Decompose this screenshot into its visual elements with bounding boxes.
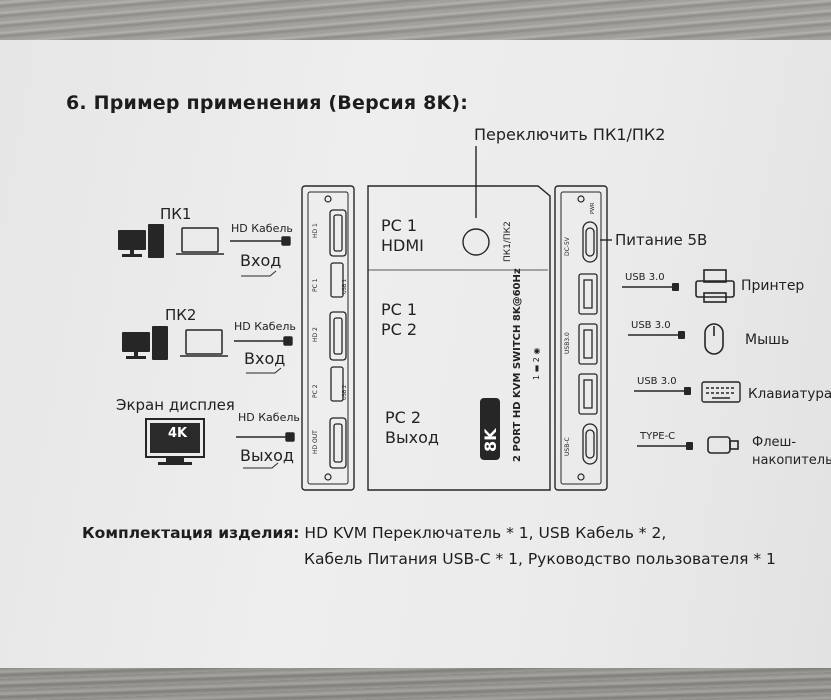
pc1-label: ПК1 [160, 205, 192, 223]
usb30-label-printer: USB 3.0 [625, 272, 665, 283]
port-label-pwr: PWR [590, 202, 596, 214]
power-label: Питание 5В [615, 231, 708, 249]
pc1-laptop-icon [176, 227, 224, 255]
hdmi-out-port [329, 417, 347, 469]
port-label-hd1: HD 1 [312, 223, 319, 238]
usb30-port-1 [578, 273, 598, 315]
display-output-label: Выход [240, 446, 294, 465]
switch-pc-label: Переключить ПК1/ПК2 [474, 125, 666, 144]
model-label: 2 PORT HD KVM SWITCH 8K@60Hz [512, 268, 523, 462]
dc-port [582, 221, 598, 263]
usb30-port-2 [578, 323, 598, 365]
button-label: ПК1/ПК2 [503, 221, 513, 262]
typec-label: TYPE-C [640, 431, 676, 442]
keyboard-label: Клавиатура [748, 386, 831, 402]
printer-icon [695, 269, 735, 303]
port-label-pc1: PC 1 [312, 278, 319, 292]
switch-button-shape [462, 228, 490, 256]
hdmi-port-1 [329, 209, 347, 257]
port-label-dc5v: DC-5V [564, 237, 571, 256]
port-label-usb1: USB 1 [342, 278, 348, 294]
usb30-label-mouse: USB 3.0 [631, 320, 671, 331]
mouse-icon [704, 323, 724, 355]
input-panel-outline [301, 185, 355, 491]
wood-background-top [0, 0, 831, 42]
usb30-label-keyboard: USB 3.0 [637, 376, 677, 387]
display-label: Экран дисплея [116, 396, 235, 414]
pc1-input-label: Вход [240, 251, 282, 270]
flash-drive-label: Флеш- накопитель [752, 435, 831, 468]
display-4k-badge: 4K [168, 426, 188, 441]
usb30-port-3 [578, 373, 598, 415]
pc1-computer-icon [118, 224, 164, 258]
usbc-port [582, 423, 598, 465]
keyboard-icon [701, 381, 741, 403]
pc2-cable-label: HD Кабель [234, 320, 296, 333]
pc2-input-label: Вход [244, 349, 286, 368]
usb-port-1 [330, 262, 344, 298]
port-label-hd2: HD 2 [312, 327, 319, 342]
port-label-hdout: HD OUT [312, 430, 319, 454]
8k-badge-text: 8K [481, 428, 500, 452]
wood-background-bottom [0, 668, 831, 700]
pc1-cable-label: HD Кабель [231, 222, 293, 235]
display-monitor-icon [145, 418, 205, 465]
port-label-pc2: PC 2 [312, 384, 319, 398]
pc2-label: ПК2 [165, 306, 197, 324]
section-heading: 6. Пример применения (Версия 8K): [66, 92, 469, 114]
port-label-usb30: USB3.0 [564, 332, 571, 354]
mouse-label: Мышь [745, 332, 790, 348]
pc1-pc2-label: PC 1 PC 2 [381, 300, 418, 339]
flash-drive-icon [707, 436, 739, 454]
printer-label: Принтер [741, 278, 805, 294]
display-cable-label: HD Кабель [238, 411, 300, 424]
manual-page [0, 40, 831, 670]
package-contents: Комплектация изделия: HD KVM Переключате… [82, 520, 776, 572]
pc2-output-label: PC 2 Выход [385, 408, 439, 447]
hdmi-port-2 [329, 311, 347, 361]
package-line-1: HD KVM Переключатель * 1, USB Кабель * 2… [304, 524, 667, 542]
port-label-usb2: USB 2 [342, 384, 348, 400]
front-panel-outline [367, 185, 551, 491]
usb-port-2 [330, 366, 344, 402]
pc2-laptop-icon [180, 329, 228, 357]
led-indicator-label: 1 ▬ 2 ◉ [532, 347, 541, 380]
pc2-computer-icon [122, 326, 168, 360]
package-line-2: Кабель Питания USB-C * 1, Руководство по… [304, 550, 776, 568]
port-label-usbc: USB-C [564, 437, 571, 456]
package-title: Комплектация изделия: [82, 524, 300, 542]
output-panel-outline [554, 185, 608, 491]
pc1-hdmi-label: PC 1 HDMI [381, 216, 424, 255]
8k-badge-shape [480, 398, 500, 460]
